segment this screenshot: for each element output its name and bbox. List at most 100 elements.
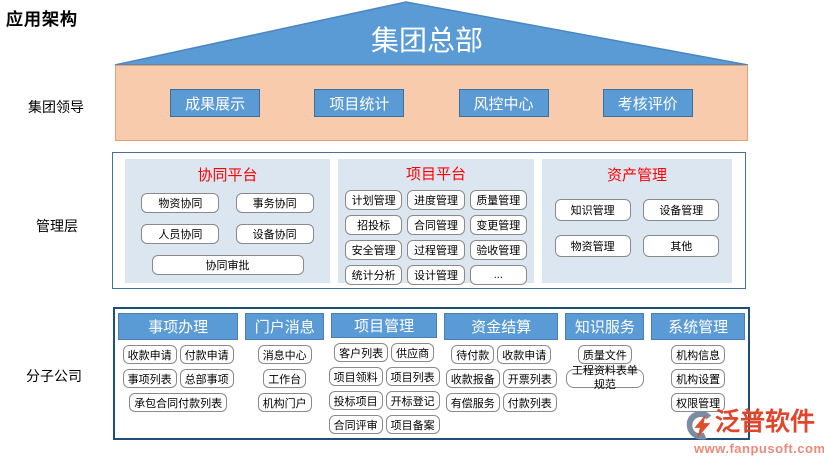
button-row: 工程资料表单规范 (565, 365, 644, 391)
paid-service-button[interactable]: 有偿服务 (445, 393, 500, 412)
payment-request-button[interactable]: 付款申请 (179, 345, 234, 364)
collaboration-button-grid: 物资协同 事务协同 人员协同 设备协同 (125, 193, 330, 244)
row-label-leadership: 集团领导 (28, 99, 84, 115)
contract-payment-list-button[interactable]: 承包合同付款列表 (129, 393, 228, 412)
progress-mgmt-button[interactable]: 进度管理 (407, 190, 465, 210)
project-statistics-button[interactable]: 项目统计 (314, 89, 405, 117)
statistics-analysis-button[interactable]: 统计分析 (345, 265, 403, 285)
project-platform-title: 项目平台 (405, 166, 466, 183)
column-project-management: 项目管理 客户列表 供应商 项目领料 项目列表 投标项目 开标登记 合同评审 项… (328, 313, 440, 434)
collab-approval-button[interactable]: 协同审批 (151, 255, 304, 275)
affairs-collab-button[interactable]: 事务协同 (235, 193, 314, 213)
button-row: 事项列表 总部事项 (118, 369, 238, 388)
button-row: 工作台 (245, 369, 324, 388)
results-display-button[interactable]: 成果展示 (170, 89, 261, 117)
safety-mgmt-button[interactable]: 安全管理 (345, 240, 403, 260)
fund-settlement-header: 资金结算 (444, 313, 559, 340)
button-row: 客户列表 供应商 (331, 343, 437, 362)
contract-mgmt-button[interactable]: 合同管理 (407, 215, 465, 235)
button-row: 收款申请 付款申请 (118, 345, 238, 364)
workbench-button[interactable]: 工作台 (263, 369, 307, 388)
material-collab-button[interactable]: 物资协同 (141, 193, 220, 213)
column-system-management: 系统管理 机构信息 机构设置 权限管理 (651, 313, 745, 434)
equipment-mgmt-button[interactable]: 设备管理 (643, 199, 720, 221)
column-fund-settlement: 资金结算 待付款 收款申请 收款报备 开票列表 有偿服务 付款列表 (444, 313, 559, 434)
matter-handling-header: 事项办理 (118, 313, 239, 340)
project-platform-button-grid: 计划管理 进度管理 质量管理 招投标 合同管理 变更管理 安全管理 过程管理 验… (338, 190, 534, 285)
customer-list-button[interactable]: 客户列表 (334, 343, 389, 362)
leadership-band: 成果展示 项目统计 风控中心 考核评价 (115, 65, 748, 141)
panel-asset-management: 资产管理 知识管理 设备管理 物资管理 其他 (542, 159, 732, 283)
button-row: 待付款 收款申请 (444, 345, 558, 364)
project-filing-button[interactable]: 项目备案 (385, 415, 440, 434)
project-management-header: 项目管理 (331, 313, 438, 338)
org-portal-button[interactable]: 机构门户 (257, 393, 312, 412)
receipt-report-button[interactable]: 收款报备 (445, 369, 500, 388)
assessment-evaluation-button[interactable]: 考核评价 (602, 89, 693, 117)
column-knowledge-service: 知识服务 质量文件 工程资料表单规范 (565, 313, 645, 434)
acceptance-mgmt-button[interactable]: 验收管理 (469, 240, 527, 260)
button-row: 收款报备 开票列表 (444, 369, 558, 388)
quality-mgmt-button[interactable]: 质量管理 (469, 190, 527, 210)
watermark-brand: 泛普软件 (715, 408, 816, 436)
column-portal-message: 门户消息 消息中心 工作台 机构门户 (245, 313, 325, 434)
button-row: 机构门户 (245, 393, 324, 412)
management-section: 协同平台 物资协同 事务协同 人员协同 设备协同 协同审批 项目平台 计划管理 … (112, 152, 746, 289)
button-row: 机构信息 (651, 345, 745, 364)
button-row: 机构设置 (651, 369, 745, 388)
process-mgmt-button[interactable]: 过程管理 (407, 240, 465, 260)
receipt-request-button[interactable]: 收款申请 (497, 345, 552, 364)
material-mgmt-button[interactable]: 物资管理 (554, 235, 631, 257)
project-material-button[interactable]: 项目领料 (328, 367, 383, 386)
personnel-collab-button[interactable]: 人员协同 (141, 224, 220, 244)
panel-project-platform: 项目平台 计划管理 进度管理 质量管理 招投标 合同管理 变更管理 安全管理 过… (338, 159, 534, 285)
button-row: 投标项目 开标登记 (328, 391, 440, 410)
system-management-header: 系统管理 (651, 313, 745, 340)
column-matter-handling: 事项办理 收款申请 付款申请 事项列表 总部事项 承包合同付款列表 (118, 313, 239, 434)
hq-matters-button[interactable]: 总部事项 (179, 369, 234, 388)
org-info-button[interactable]: 机构信息 (671, 345, 726, 364)
button-row: 质量文件 (565, 345, 644, 364)
project-list-button[interactable]: 项目列表 (385, 367, 440, 386)
page-title: 应用架构 (6, 10, 78, 29)
pending-payment-button[interactable]: 待付款 (451, 345, 495, 364)
button-row: 合同评审 项目备案 (328, 415, 440, 434)
bid-opening-button[interactable]: 开标登记 (385, 391, 440, 410)
button-row: 承包合同付款列表 (118, 393, 238, 412)
engineering-form-spec-button[interactable]: 工程资料表单规范 (565, 365, 644, 391)
quality-file-button[interactable]: 质量文件 (577, 345, 632, 364)
other-button[interactable]: 其他 (643, 235, 720, 257)
equipment-collab-button[interactable]: 设备协同 (235, 224, 314, 244)
row-label-management: 管理层 (36, 218, 78, 234)
payment-list-button[interactable]: 付款列表 (502, 393, 557, 412)
supplier-button[interactable]: 供应商 (391, 343, 435, 362)
matter-list-button[interactable]: 事项列表 (122, 369, 177, 388)
portal-message-header: 门户消息 (245, 313, 325, 340)
knowledge-mgmt-button[interactable]: 知识管理 (554, 199, 631, 221)
watermark: 泛普软件 www.fanpusoft.com (684, 408, 824, 456)
contract-review-button[interactable]: 合同评审 (328, 415, 383, 434)
more-button[interactable]: ... (469, 265, 527, 285)
org-settings-button[interactable]: 机构设置 (671, 369, 726, 388)
panel-collaboration-platform: 协同平台 物资协同 事务协同 人员协同 设备协同 协同审批 (125, 159, 330, 283)
asset-management-title: 资产管理 (606, 167, 667, 184)
invoice-list-button[interactable]: 开票列表 (502, 369, 557, 388)
receipt-request-button[interactable]: 收款申请 (122, 345, 177, 364)
design-mgmt-button[interactable]: 设计管理 (407, 265, 465, 285)
bidding-button[interactable]: 招投标 (345, 215, 403, 235)
change-mgmt-button[interactable]: 变更管理 (469, 215, 527, 235)
risk-control-center-button[interactable]: 风控中心 (458, 89, 549, 117)
roof-title: 集团总部 (370, 25, 483, 56)
collaboration-platform-title: 协同平台 (197, 167, 258, 184)
plan-mgmt-button[interactable]: 计划管理 (345, 190, 403, 210)
button-row: 有偿服务 付款列表 (444, 393, 558, 412)
message-center-button[interactable]: 消息中心 (257, 345, 312, 364)
watermark-url: www.fanpusoft.com (694, 441, 824, 456)
button-row: 消息中心 (245, 345, 324, 364)
watermark-row: 泛普软件 (684, 408, 824, 441)
bid-project-button[interactable]: 投标项目 (328, 391, 383, 410)
subsidiary-section: 事项办理 收款申请 付款申请 事项列表 总部事项 承包合同付款列表 门户消息 消… (113, 307, 750, 440)
knowledge-service-header: 知识服务 (565, 313, 645, 340)
button-row: 项目领料 项目列表 (328, 367, 440, 386)
